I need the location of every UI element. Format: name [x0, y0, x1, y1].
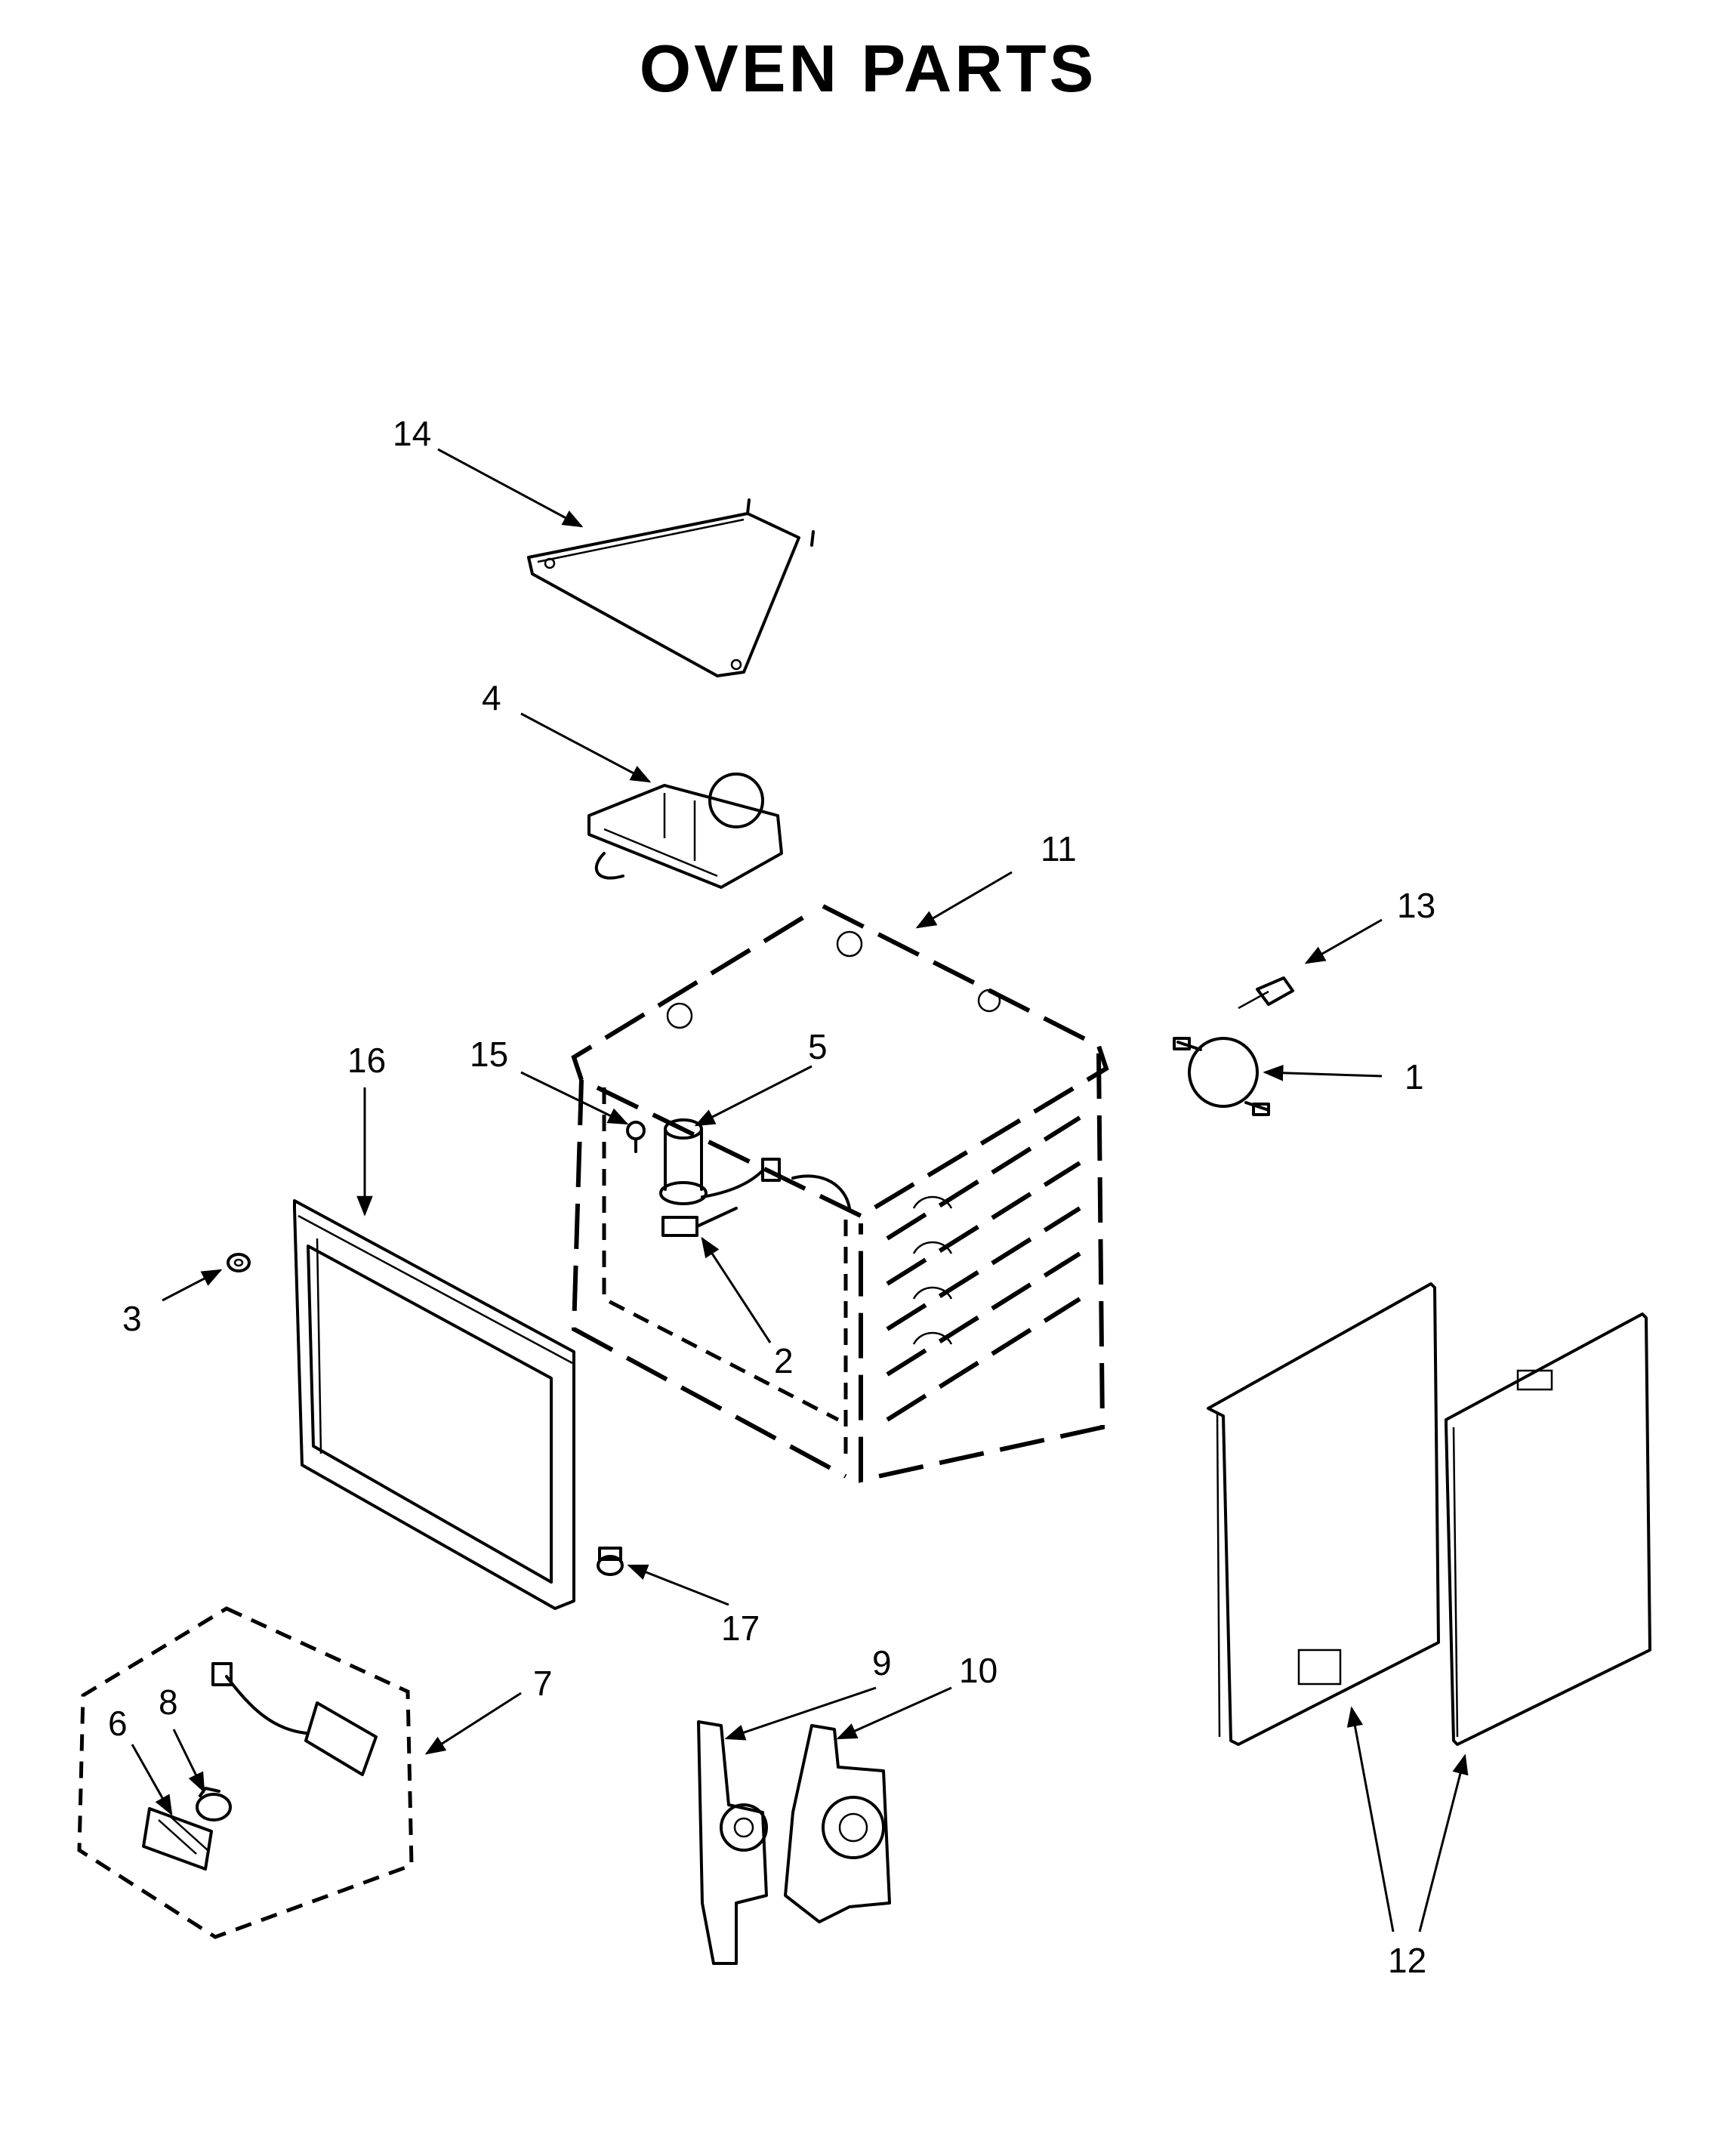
callout-1: 1 [1405, 1057, 1424, 1097]
part-16-front-frame [293, 1199, 575, 1610]
part-7-light-kit [77, 1606, 414, 1939]
part-12-side-panels [1207, 1282, 1651, 1746]
callout-12: 12 [1388, 1941, 1426, 1980]
part-4-motor-assembly [587, 773, 783, 889]
part-17-screw [597, 1547, 624, 1576]
callout-11: 11 [1041, 829, 1077, 868]
callout-4: 4 [482, 678, 501, 717]
callout-3: 3 [122, 1299, 142, 1338]
callout-7: 7 [533, 1664, 553, 1703]
callout-13: 13 [1397, 886, 1435, 925]
page-title: OVEN PARTS [639, 31, 1097, 106]
part-13-screw [1238, 976, 1294, 1010]
part-3-fastener [227, 1253, 251, 1272]
part-6-lens [142, 1807, 213, 1871]
part-2-sensor [661, 1207, 738, 1237]
callout-14: 14 [393, 414, 431, 453]
callout-17: 17 [721, 1609, 760, 1648]
part-8-bulb [196, 1787, 232, 1821]
part-10-hinge [784, 1724, 891, 1923]
part-5-socket [659, 1118, 781, 1205]
callout-5: 5 [808, 1027, 828, 1066]
callout-16: 16 [347, 1041, 386, 1080]
callout-6: 6 [108, 1704, 128, 1743]
callout-labels: 14 4 11 13 1 15 5 16 3 2 17 7 8 6 9 10 1… [108, 414, 1435, 1980]
part-14-plate [527, 498, 815, 677]
part-1-thermal-switch [1173, 1037, 1270, 1116]
leader-lines [131, 448, 1469, 1932]
callout-8: 8 [159, 1683, 178, 1722]
callout-15: 15 [470, 1035, 508, 1074]
part-11-oven-cavity [571, 904, 1109, 1483]
callout-9: 9 [872, 1643, 892, 1683]
part-9-hinge [697, 1720, 768, 1965]
part-15-screw [626, 1121, 646, 1153]
callout-10: 10 [959, 1651, 998, 1690]
callout-2: 2 [774, 1341, 794, 1380]
